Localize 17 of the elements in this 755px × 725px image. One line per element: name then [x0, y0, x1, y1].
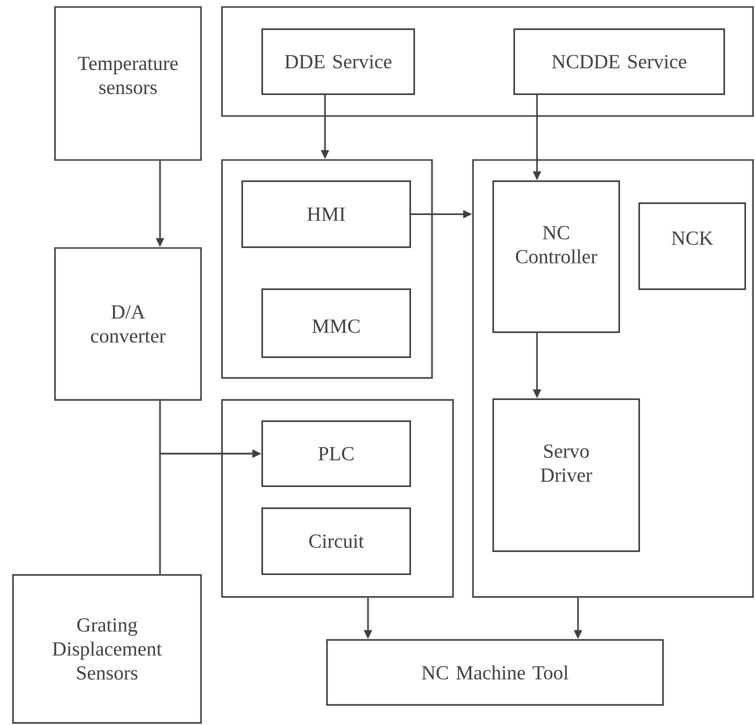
- component-box: NCK: [638, 202, 746, 290]
- component-box: Grating Displacement Sensors: [12, 574, 202, 724]
- group-box: [221, 399, 454, 598]
- component-box: Temperature sensors: [54, 6, 202, 161]
- component-box: MMC: [261, 288, 411, 358]
- component-box: NCDDE Service: [513, 28, 725, 95]
- group-box: [221, 6, 754, 117]
- component-box: NC Controller: [492, 180, 620, 333]
- component-box: NC Machine Tool: [326, 639, 664, 706]
- component-box: Circuit: [261, 507, 411, 575]
- group-box: [221, 159, 433, 379]
- component-box: DDE Service: [261, 28, 415, 95]
- component-box: D/A converter: [54, 247, 202, 401]
- group-box: [472, 159, 754, 598]
- component-box: Servo Driver: [492, 398, 640, 552]
- component-box: PLC: [261, 420, 411, 487]
- component-box: HMI: [241, 180, 411, 248]
